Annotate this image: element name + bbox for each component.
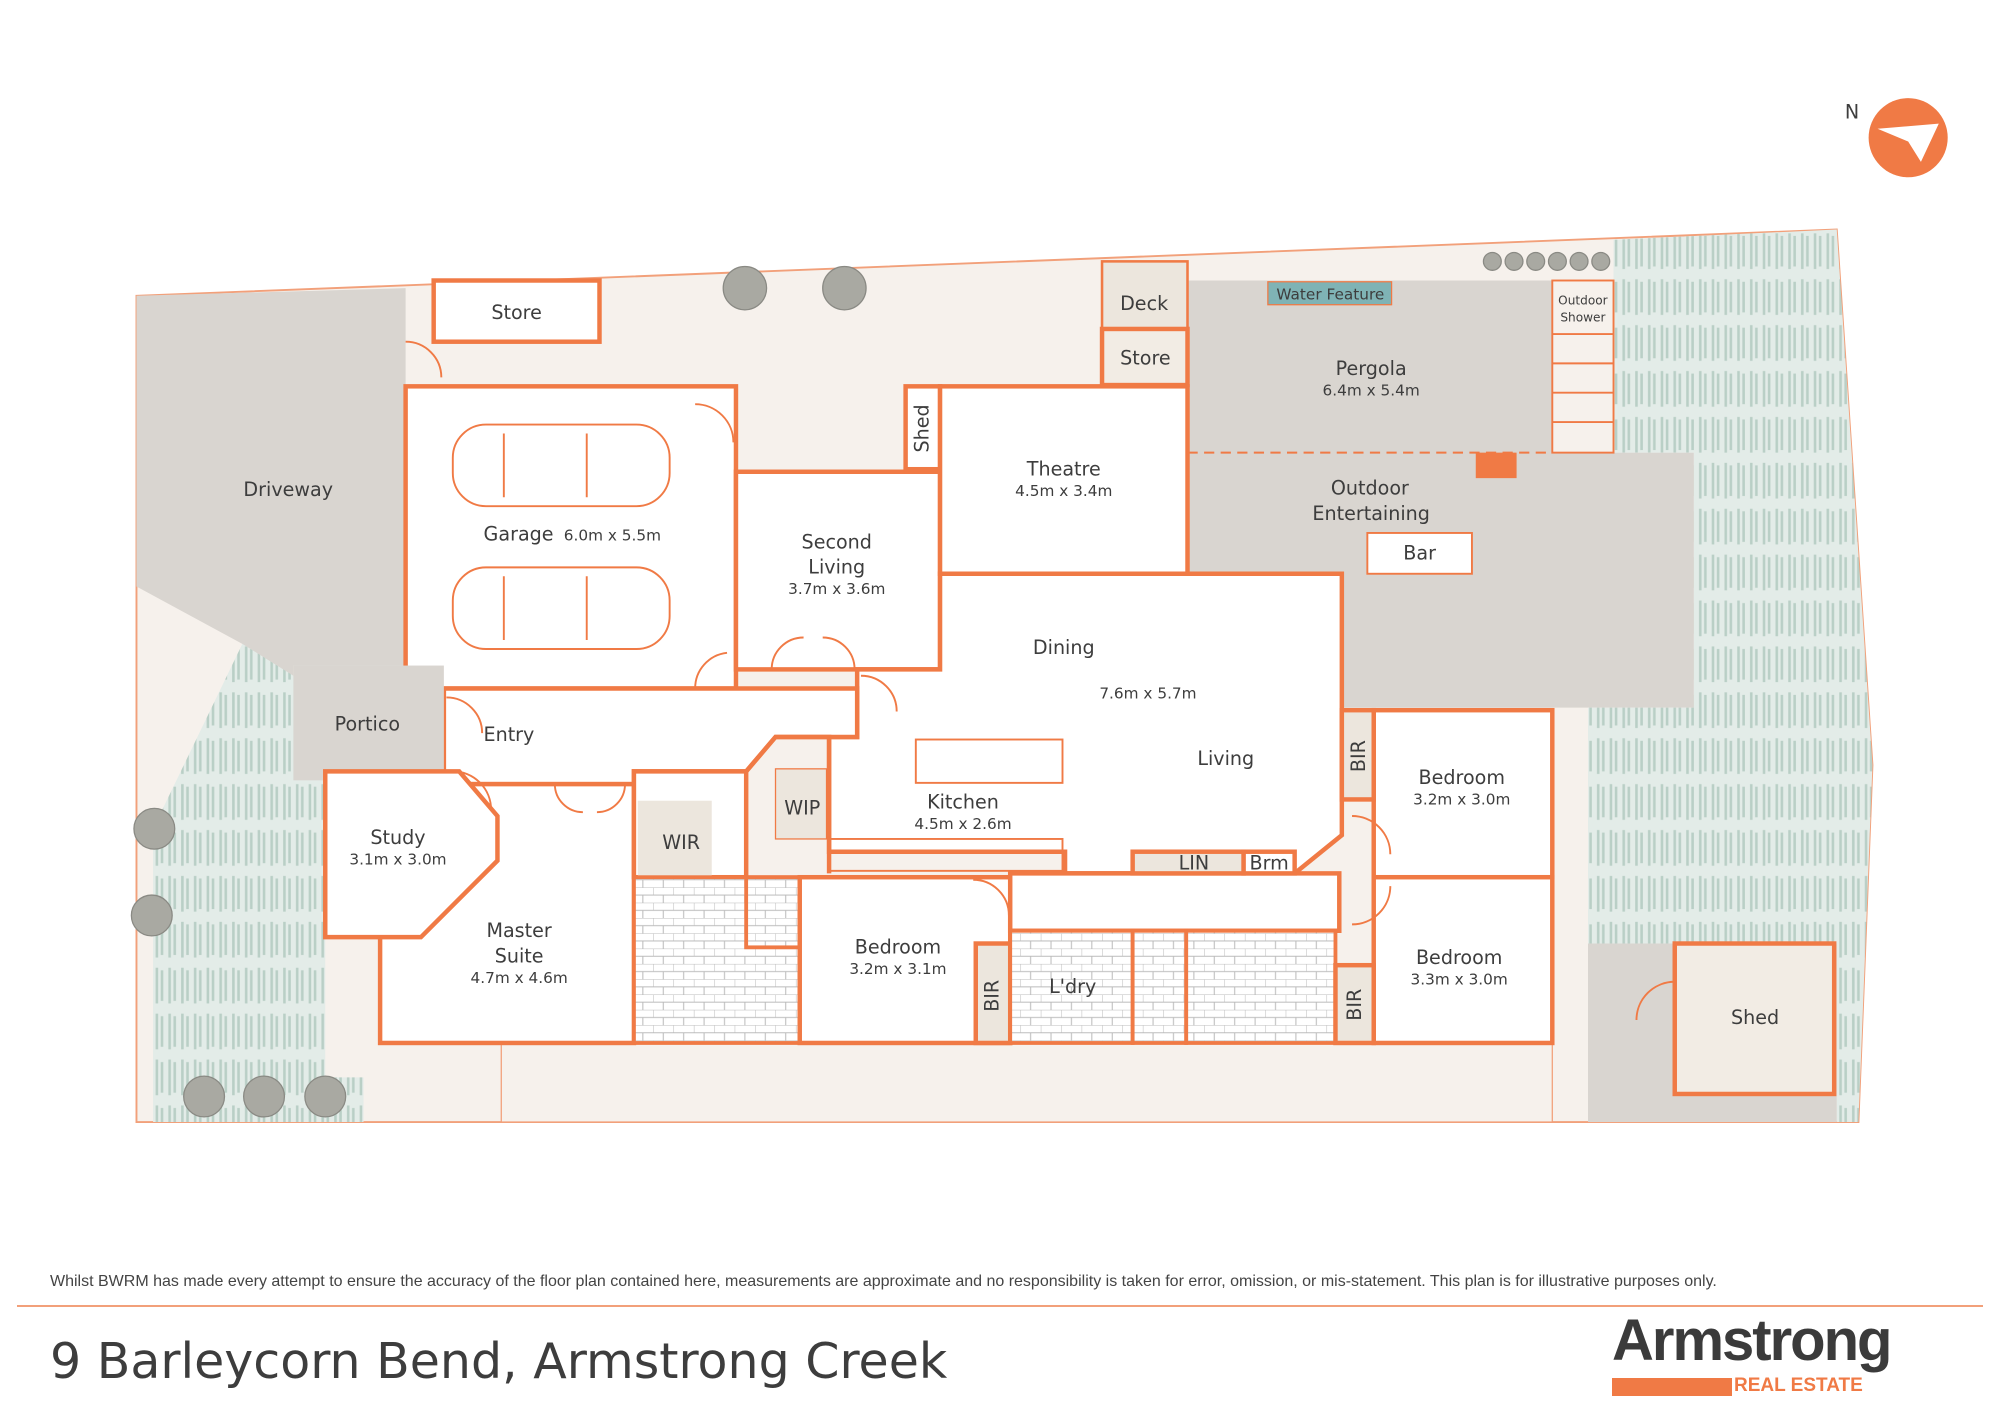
label-shed-small: Shed [911,404,934,452]
outdoor-shower [1551,279,1615,454]
armstrong-logo: Armstrong REAL ESTATE [1612,1312,1922,1400]
bir-4 [1333,962,1376,1046]
label-store-top: Store [491,301,542,324]
brm [1241,849,1297,876]
logo-bar [1612,1378,1732,1396]
label-second-living-1: Second [802,530,872,553]
label-wir: WIR [662,831,700,854]
label-garage: Garage [484,523,554,546]
label-study-dim: 3.1m x 3.0m [349,850,446,868]
label-driveway: Driveway [243,478,333,501]
wir-shelf [637,800,712,883]
store-deck [1099,326,1190,388]
label-shed-right: Shed [1731,1006,1779,1029]
step-lines [1552,333,1614,423]
label-dining-dim: 7.6m x 5.7m [1099,685,1196,703]
bbq [1475,452,1517,479]
label-bedroom-2-dim: 3.2m x 3.1m [849,960,946,978]
label-lin: LIN [1179,852,1210,875]
bar [1366,532,1473,575]
label-living: Living [1197,747,1254,770]
pantry-wall [744,734,832,874]
bathroom [1184,928,1338,1045]
label-pergola-dim: 6.4m x 5.4m [1323,381,1420,399]
logo-subtitle: REAL ESTATE [1734,1375,1863,1396]
label-theatre-dim: 4.5m x 3.4m [1015,482,1112,500]
label-garage-dim: 6.0m x 5.5m [564,527,661,545]
second-living [733,469,943,672]
label-outdoor-shower-1: Outdoor [1558,294,1607,308]
label-kitchen-dim: 4.5m x 2.6m [914,815,1011,833]
label-master-2: Suite [495,945,544,968]
label-store-deck: Store [1120,347,1171,370]
label-bar: Bar [1403,542,1436,565]
label-pergola: Pergola [1336,357,1407,380]
property-address: 9 Barleycorn Bend, Armstrong Creek [50,1333,948,1390]
label-outdoor-shower-2: Shower [1560,310,1605,324]
lawn-right [1588,229,1873,1123]
theatre [937,384,1190,576]
wip-bath [744,875,802,950]
disclaimer: Whilst BWRM has made every attempt to en… [50,1273,1717,1290]
label-brm: Brm [1250,852,1289,875]
label-wip: WIP [784,797,820,820]
label-outdoor-ent-2: Entertaining [1312,502,1429,525]
label-kitchen: Kitchen [927,790,999,813]
water-feature [1267,281,1393,306]
bottom-path [500,1042,1553,1123]
label-study: Study [370,826,425,849]
store-top [431,278,602,344]
label-second-living-dim: 3.7m x 3.6m [788,580,885,598]
footer-divider [17,1305,1983,1307]
room-labels: Store Driveway Garage 6.0m x 5.5m Shed S… [243,286,1779,1029]
portico [293,665,444,781]
label-water-feature: Water Feature [1276,286,1384,304]
label-bedroom-3: Bedroom [1419,766,1505,789]
label-laundry: L'dry [1049,975,1096,998]
label-deck: Deck [1120,292,1169,315]
label-second-living-2: Living [808,556,865,579]
hall [1007,871,1342,933]
label-outdoor-ent-1: Outdoor [1331,477,1409,500]
label-master-1: Master [486,919,551,942]
door-swings [405,340,1675,1021]
car-icon [451,423,671,650]
label-bir-3: BIR [1347,740,1370,772]
shed-small [903,384,943,472]
bir-3 [1339,707,1376,802]
label-bedroom-4: Bedroom [1416,946,1502,969]
label-bedroom-4-dim: 3.3m x 3.0m [1411,970,1508,988]
label-bir-4: BIR [1343,989,1366,1021]
label-portico: Portico [335,713,400,736]
shrubs [130,251,1611,1118]
label-entry: Entry [484,723,535,746]
north-label: N [1845,101,1859,124]
bedroom-4 [1371,874,1555,1046]
laundry [1008,928,1135,1045]
label-bir-2: BIR [981,980,1004,1012]
label-bedroom-3-dim: 3.2m x 3.0m [1413,791,1510,809]
kitchen-island [914,738,1064,784]
toilet [1130,928,1189,1045]
label-dining: Dining [1033,636,1095,659]
label-master-dim: 4.7m x 4.6m [471,969,568,987]
wip [774,768,828,840]
label-theatre: Theatre [1026,458,1101,481]
north-arrow: N [1845,98,1948,178]
label-bedroom-2: Bedroom [855,936,941,959]
logo-wordmark: Armstrong [1612,1308,1892,1373]
shed-right [1672,941,1837,1097]
